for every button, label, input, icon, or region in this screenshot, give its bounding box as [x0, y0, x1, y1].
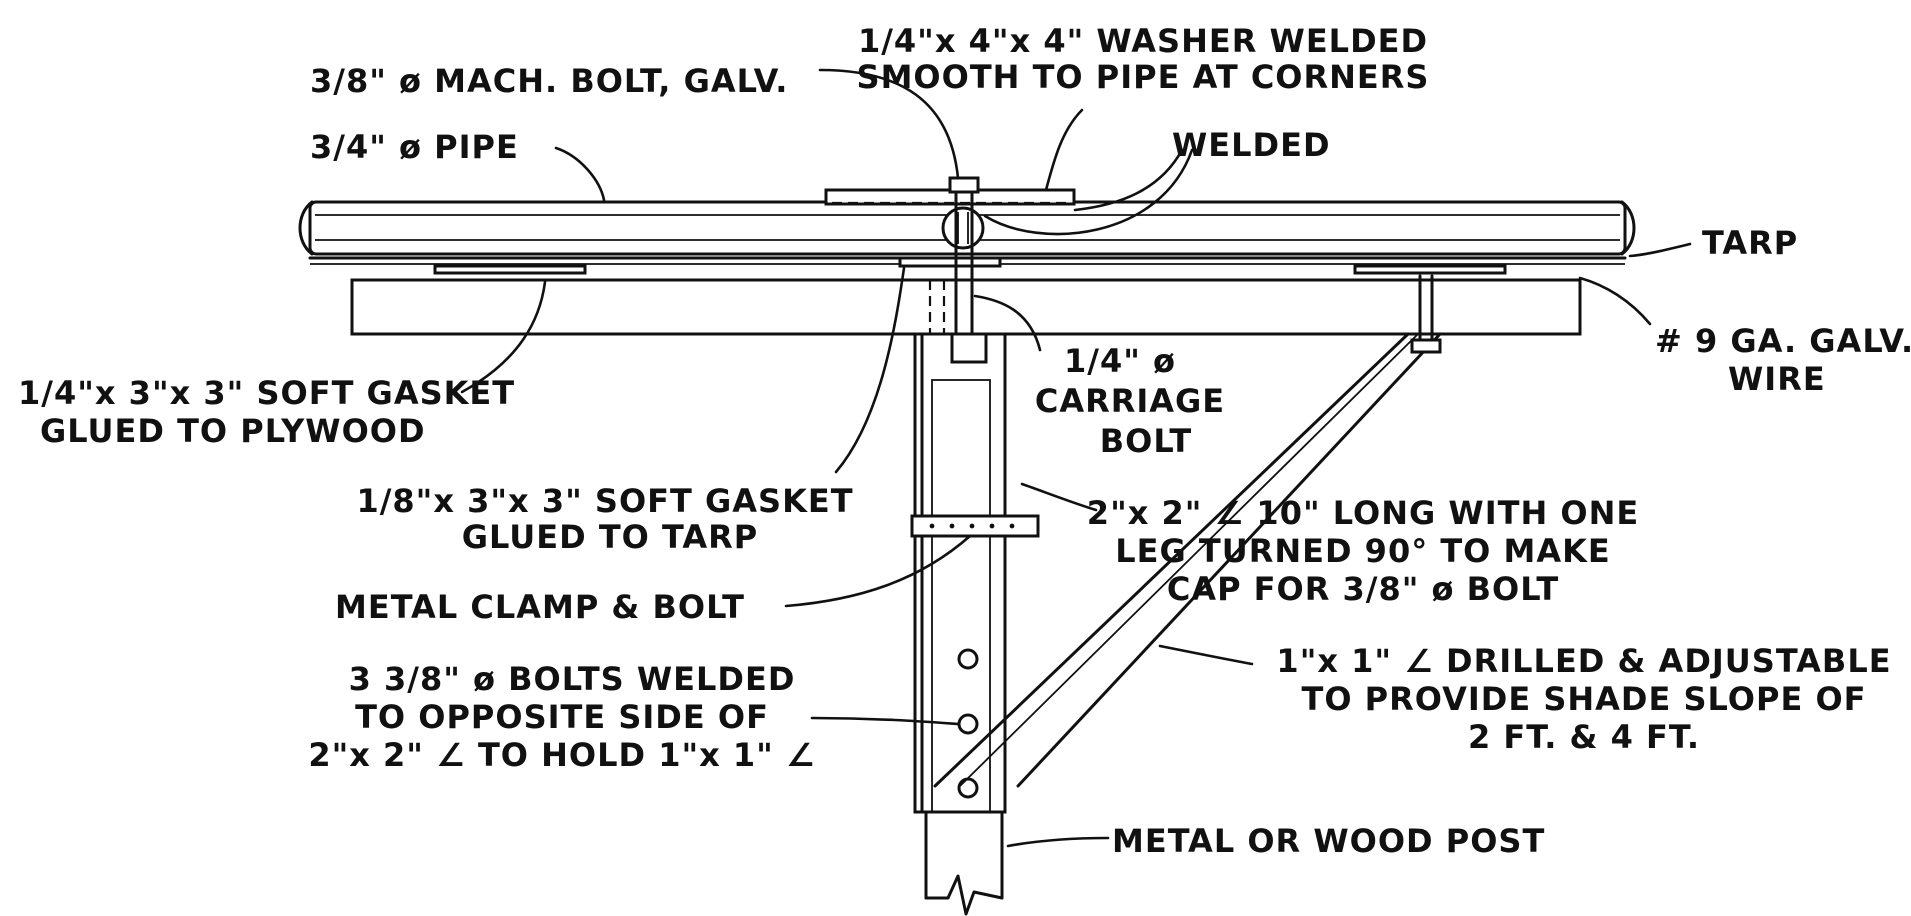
label-pipe: 3/4" ø PIPE [310, 128, 519, 166]
annotations: 3/8" ø MACH. BOLT, GALV. 1/4"x 4"x 4" WA… [18, 22, 1911, 860]
post-cap-angle [913, 332, 1007, 814]
label-angle-1: 2"x 2" ∠ 10" LONG WITH ONE [1087, 494, 1639, 532]
square-washer [824, 188, 1076, 206]
label-bolts-2: TO OPPOSITE SIDE OF [355, 698, 769, 736]
label-angle-2: LEG TURNED 90° TO MAKE [1115, 532, 1611, 570]
label-angle-3: CAP FOR 3/8" ø BOLT [1167, 570, 1559, 608]
label-welded: WELDED [1172, 126, 1331, 164]
label-clamp: METAL CLAMP & BOLT [335, 588, 745, 626]
label-wire-1: # 9 GA. GALV. [1655, 322, 1911, 360]
leader-lines [460, 68, 1692, 848]
label-tarp: TARP [1702, 224, 1798, 262]
gasket-strips [433, 256, 1507, 275]
label-adjustable-1: 1"x 1" ∠ DRILLED & ADJUSTABLE [1276, 642, 1891, 680]
label-washer-2: SMOOTH TO PIPE AT CORNERS [857, 58, 1430, 96]
label-gasket-plywood-1: 1/4"x 3"x 3" SOFT GASKET [18, 374, 515, 412]
label-mach-bolt: 3/8" ø MACH. BOLT, GALV. [310, 62, 788, 100]
diagonal-brace [933, 332, 1442, 788]
label-gasket-tarp-2: GLUED TO TARP [462, 518, 758, 556]
label-post: METAL OR WOOD POST [1112, 822, 1545, 860]
label-gasket-plywood-2: GLUED TO PLYWOOD [40, 412, 426, 450]
pipe-collar [941, 206, 985, 250]
label-bolts-1: 3 3/8" ø BOLTS WELDED [349, 660, 796, 698]
metal-clamp [910, 514, 1040, 538]
machine-bolt [948, 176, 980, 337]
label-bolts-3: 2"x 2" ∠ TO HOLD 1"x 1" ∠ [308, 736, 815, 774]
label-carriage-3: BOLT [1100, 422, 1193, 460]
label-adjustable-2: TO PROVIDE SHADE SLOPE OF [1301, 680, 1866, 718]
brace-bolt [1410, 274, 1442, 354]
label-adjustable-3: 2 FT. & 4 FT. [1468, 718, 1700, 756]
label-gasket-tarp-1: 1/8"x 3"x 3" SOFT GASKET [356, 482, 853, 520]
label-wire-2: WIRE [1728, 360, 1826, 398]
plywood-board [350, 278, 1582, 336]
label-carriage-1: 1/4" ø [1064, 342, 1176, 380]
post [924, 810, 1004, 916]
label-washer-1: 1/4"x 4"x 4" WASHER WELDED [858, 22, 1428, 60]
label-carriage-2: CARRIAGE [1035, 382, 1225, 420]
